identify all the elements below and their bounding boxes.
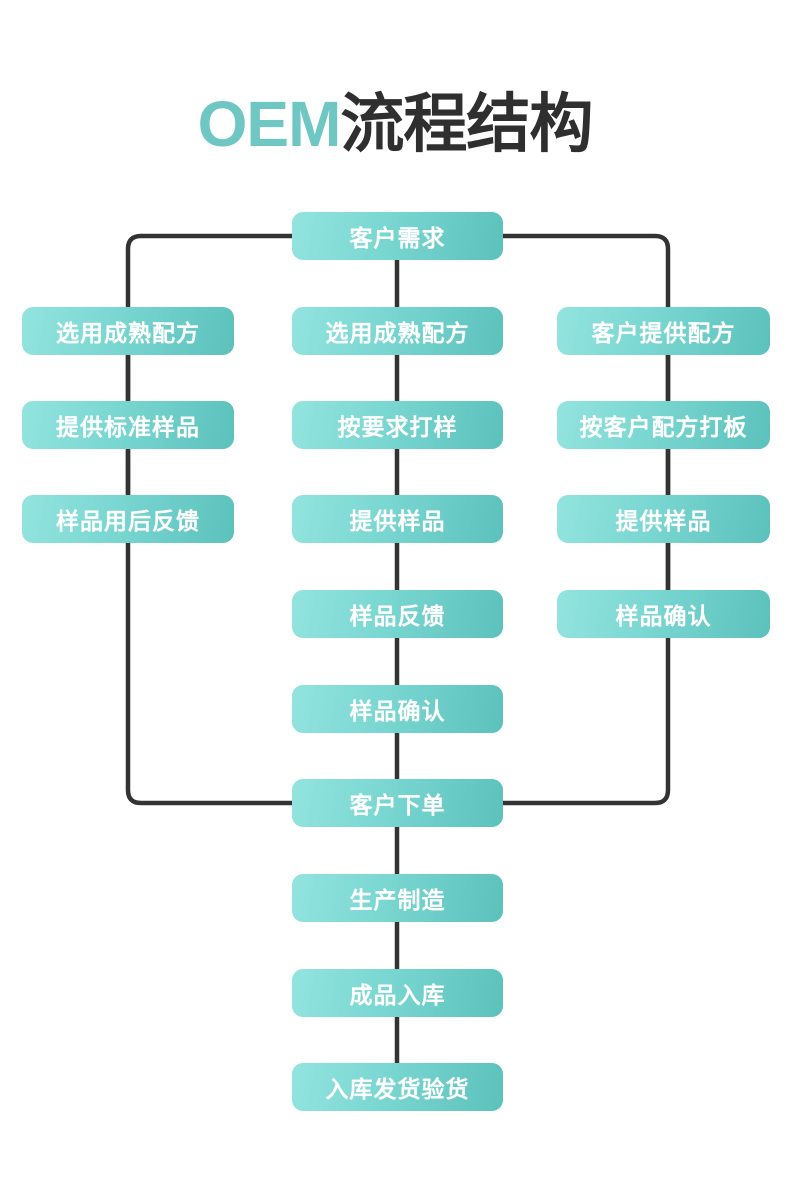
node-right-2[interactable]: 按客户配方打板 [557, 401, 770, 449]
node-right-1[interactable]: 客户提供配方 [557, 307, 770, 355]
node-mid-2[interactable]: 按要求打样 [292, 401, 503, 449]
node-tail-3[interactable]: 入库发货验货 [292, 1063, 503, 1111]
node-left-3[interactable]: 样品用后反馈 [22, 495, 234, 543]
node-start[interactable]: 客户需求 [292, 212, 503, 260]
node-left-1[interactable]: 选用成熟配方 [22, 307, 234, 355]
node-right-3[interactable]: 提供样品 [557, 495, 770, 543]
node-right-4[interactable]: 样品确认 [557, 590, 770, 638]
title-accent: OEM [197, 88, 342, 160]
node-order[interactable]: 客户下单 [292, 779, 503, 827]
node-left-2[interactable]: 提供标准样品 [22, 401, 234, 449]
node-tail-2[interactable]: 成品入库 [292, 969, 503, 1017]
node-mid-4[interactable]: 样品反馈 [292, 590, 503, 638]
page-title: OEM流程结构 [0, 92, 790, 156]
node-mid-1[interactable]: 选用成熟配方 [292, 307, 503, 355]
node-tail-1[interactable]: 生产制造 [292, 874, 503, 922]
title-rest: 流程结构 [340, 88, 593, 160]
node-mid-5[interactable]: 样品确认 [292, 685, 503, 733]
node-mid-3[interactable]: 提供样品 [292, 495, 503, 543]
